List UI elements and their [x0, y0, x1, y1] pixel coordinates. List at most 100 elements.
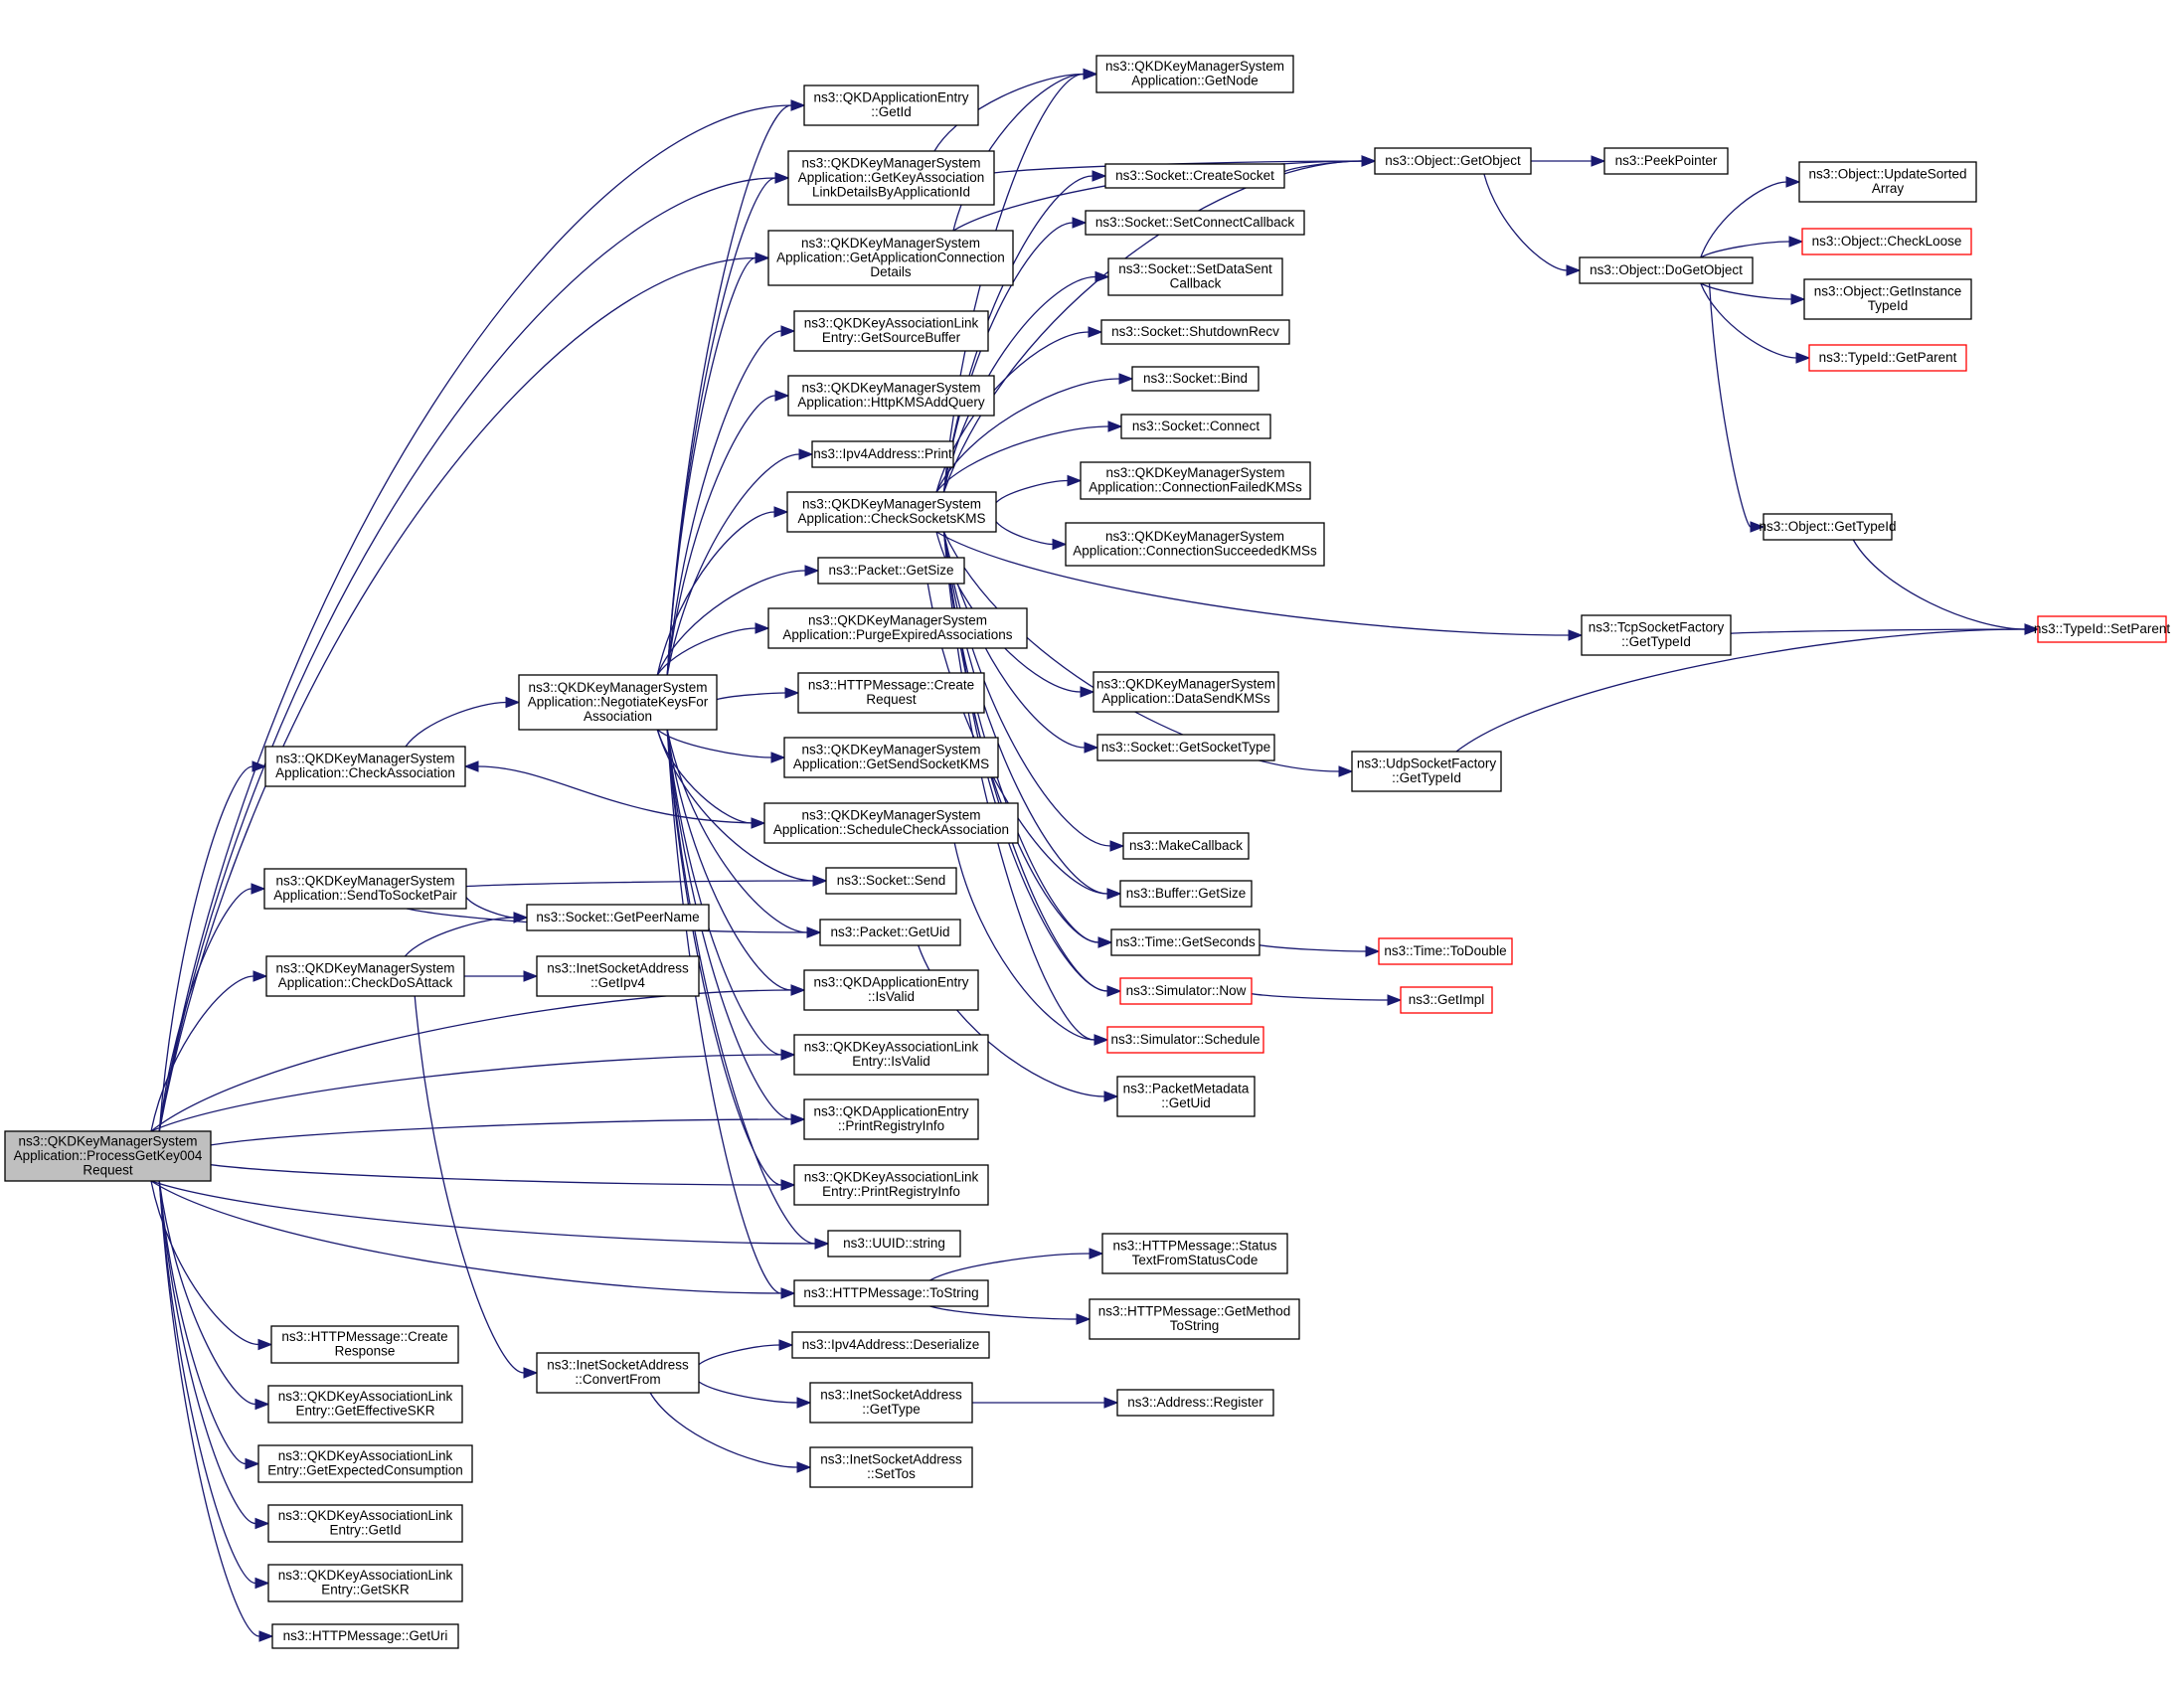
graph-node-ipv4Print[interactable]: ns3::Ipv4Address::Print — [811, 440, 954, 468]
node-box[interactable] — [1095, 55, 1294, 93]
graph-node-typeIdGetParent[interactable]: ns3::TypeId::GetParent — [1808, 344, 1967, 372]
node-box[interactable] — [793, 1279, 989, 1307]
node-box[interactable] — [1101, 1233, 1288, 1274]
graph-node-timeToDouble[interactable]: ns3::Time::ToDouble — [1378, 937, 1513, 965]
node-box[interactable] — [1798, 161, 1977, 203]
graph-node-dataSend[interactable]: ns3::QKDKeyManagerSystemApplication::Dat… — [1092, 671, 1279, 713]
graph-node-objectGetTypeId[interactable]: ns3::Object::GetTypeId — [1759, 513, 1897, 541]
graph-node-getNode[interactable]: ns3::QKDKeyManagerSystemApplication::Get… — [1095, 55, 1294, 93]
node-box[interactable] — [1803, 278, 1972, 320]
node-box[interactable] — [803, 1098, 979, 1140]
node-box[interactable] — [787, 150, 995, 206]
node-box[interactable] — [803, 84, 979, 126]
graph-node-getAppConn[interactable]: ns3::QKDKeyManagerSystemApplication::Get… — [767, 230, 1014, 286]
node-box[interactable] — [536, 955, 700, 997]
node-box[interactable] — [1131, 366, 1260, 392]
node-box[interactable] — [1116, 1389, 1274, 1417]
node-box[interactable] — [1351, 751, 1502, 792]
node-box[interactable] — [767, 230, 1014, 286]
node-box[interactable] — [793, 310, 989, 352]
node-box[interactable] — [1579, 256, 1754, 284]
node-box[interactable] — [1400, 986, 1493, 1014]
node-box[interactable] — [817, 557, 965, 585]
graph-node-getEffectiveSKR[interactable]: ns3::QKDKeyAssociationLinkEntry::GetEffe… — [267, 1385, 463, 1424]
node-box[interactable] — [1122, 832, 1250, 860]
node-box[interactable] — [763, 802, 1019, 844]
graph-node-packetGetSize[interactable]: ns3::Packet::GetSize — [817, 557, 965, 585]
graph-node-sendToSocketPair[interactable]: ns3::QKDKeyManagerSystemApplication::Sen… — [263, 868, 467, 910]
graph-node-createSocket[interactable]: ns3::Socket::CreateSocket — [1104, 163, 1285, 189]
node-box[interactable] — [264, 746, 466, 787]
node-box[interactable] — [1116, 1076, 1256, 1117]
node-box[interactable] — [809, 1446, 973, 1488]
graph-node-checkAssoc[interactable]: ns3::QKDKeyManagerSystemApplication::Che… — [264, 746, 466, 787]
graph-node-root[interactable]: ns3::QKDKeyManagerSystemApplication::Pro… — [4, 1130, 212, 1182]
graph-node-inetGetType[interactable]: ns3::InetSocketAddress::GetType — [809, 1382, 973, 1424]
graph-node-udpGetTypeId[interactable]: ns3::UdpSocketFactory::GetTypeId — [1351, 751, 1502, 792]
graph-node-appIsValid[interactable]: ns3::QKDApplicationEntry::IsValid — [803, 969, 979, 1011]
node-box[interactable] — [1120, 414, 1271, 439]
node-box[interactable] — [526, 904, 710, 931]
graph-node-packetGetUid[interactable]: ns3::Packet::GetUid — [819, 919, 961, 946]
node-box[interactable] — [827, 1230, 961, 1258]
graph-node-setParent[interactable]: ns3::TypeId::SetParent — [2034, 615, 2171, 643]
node-box[interactable] — [267, 1385, 463, 1424]
graph-node-scheduleCheck[interactable]: ns3::QKDKeyManagerSystemApplication::Sch… — [763, 802, 1019, 844]
node-box[interactable] — [271, 1623, 459, 1649]
node-box[interactable] — [786, 491, 997, 533]
graph-node-getKeyAssocLink[interactable]: ns3::QKDKeyManagerSystemApplication::Get… — [787, 150, 995, 206]
graph-node-deserialize[interactable]: ns3::Ipv4Address::Deserialize — [791, 1331, 990, 1359]
graph-node-getSourceBuffer[interactable]: ns3::QKDKeyAssociationLinkEntry::GetSour… — [793, 310, 989, 352]
graph-node-purge[interactable]: ns3::QKDKeyManagerSystemApplication::Pur… — [767, 607, 1028, 649]
node-box[interactable] — [1763, 513, 1893, 541]
node-box[interactable] — [1808, 344, 1967, 372]
graph-node-bufferGetSize[interactable]: ns3::Buffer::GetSize — [1119, 880, 1253, 908]
node-box[interactable] — [1119, 977, 1253, 1005]
graph-node-setTos[interactable]: ns3::InetSocketAddress::SetTos — [809, 1446, 973, 1488]
graph-node-appPrintReg[interactable]: ns3::QKDApplicationEntry::PrintRegistryI… — [803, 1098, 979, 1140]
graph-node-makeCallback[interactable]: ns3::MakeCallback — [1122, 832, 1250, 860]
node-box[interactable] — [536, 1352, 700, 1394]
node-box[interactable] — [767, 607, 1028, 649]
graph-node-shutdownRecv[interactable]: ns3::Socket::ShutdownRecv — [1100, 319, 1290, 345]
graph-node-linkPrintReg[interactable]: ns3::QKDKeyAssociationLinkEntry::PrintRe… — [793, 1164, 989, 1206]
node-box[interactable] — [1089, 1298, 1300, 1340]
node-box[interactable] — [1092, 671, 1279, 713]
node-box[interactable] — [1374, 147, 1532, 175]
graph-node-checkSockets[interactable]: ns3::QKDKeyManagerSystemApplication::Che… — [786, 491, 997, 533]
node-box[interactable] — [1119, 880, 1253, 908]
node-box[interactable] — [1106, 1026, 1264, 1054]
node-box[interactable] — [267, 1504, 463, 1543]
node-box[interactable] — [793, 1034, 989, 1076]
node-box[interactable] — [1085, 210, 1305, 236]
node-box[interactable] — [809, 1382, 973, 1424]
graph-node-doGetObject[interactable]: ns3::Object::DoGetObject — [1579, 256, 1754, 284]
graph-node-appGetId[interactable]: ns3::QKDApplicationEntry::GetId — [803, 84, 979, 126]
node-box[interactable] — [1110, 928, 1260, 956]
node-box[interactable] — [797, 672, 985, 714]
node-box[interactable] — [825, 867, 957, 895]
graph-node-getPeerName[interactable]: ns3::Socket::GetPeerName — [526, 904, 710, 931]
node-box[interactable] — [267, 1564, 463, 1602]
graph-node-connFailed[interactable]: ns3::QKDKeyManagerSystemApplication::Con… — [1080, 461, 1311, 500]
node-box[interactable] — [787, 375, 995, 417]
graph-node-getIpv4[interactable]: ns3::InetSocketAddress::GetIpv4 — [536, 955, 700, 997]
node-box[interactable] — [265, 955, 465, 997]
node-box[interactable] — [2037, 615, 2167, 643]
graph-node-convertFrom[interactable]: ns3::InetSocketAddress::ConvertFrom — [536, 1352, 700, 1394]
graph-node-connect[interactable]: ns3::Socket::Connect — [1120, 414, 1271, 439]
graph-node-httpAddQuery[interactable]: ns3::QKDKeyManagerSystemApplication::Htt… — [787, 375, 995, 417]
node-box[interactable] — [1801, 228, 1972, 255]
graph-node-setConnectCb[interactable]: ns3::Socket::SetConnectCallback — [1085, 210, 1305, 236]
node-box[interactable] — [1096, 734, 1275, 761]
graph-node-socketSend[interactable]: ns3::Socket::Send — [825, 867, 957, 895]
graph-node-toString[interactable]: ns3::HTTPMessage::ToString — [793, 1279, 989, 1307]
node-box[interactable] — [819, 919, 961, 946]
